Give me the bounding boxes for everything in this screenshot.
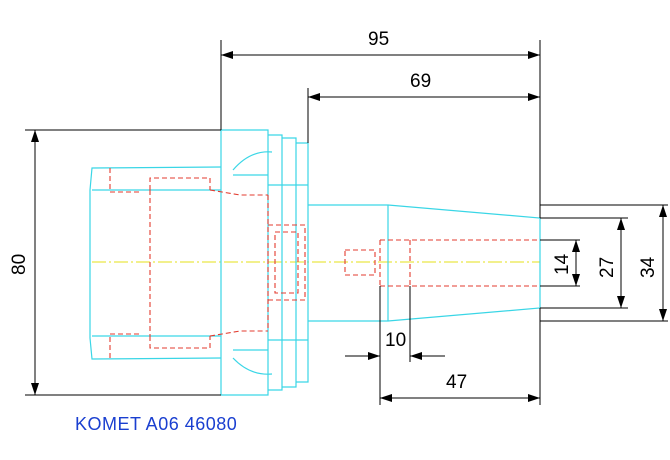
arrow-icon [572,240,580,252]
arrow-icon [659,205,667,217]
hidden-screw [344,249,376,276]
hidden-bore-step-top [209,189,268,196]
hidden-pocket-inner [274,231,299,294]
dim-10-label: 10 [385,330,406,351]
dim-27-label: 27 [597,257,618,278]
dim-47-label: 47 [446,372,467,393]
arrow-icon [528,394,540,402]
hidden-bore-bottom [149,336,211,349]
arrow-icon [308,93,320,101]
flange-groove-top [232,151,273,171]
shank-outline [308,204,541,322]
dim-69-label: 69 [410,71,431,92]
dim-95-label: 95 [368,29,389,50]
arrow-icon [572,274,580,286]
arrow-icon [617,296,625,308]
arrow-icon [410,352,422,360]
collar-ring-3 [296,142,309,383]
arrow-icon [368,352,380,360]
hidden-lines [109,168,540,358]
arrow-icon [31,383,39,395]
arrow-icon [617,218,625,230]
dim-34-label: 34 [638,256,659,278]
hidden-bore-top [149,177,211,190]
collar-ring-2 [282,137,297,388]
flange-outline [220,129,269,396]
hidden-bore-step-bottom [209,330,268,337]
dim-14-label: 14 [552,253,573,275]
arrow-icon [221,51,233,59]
flange-groove-bottom [232,357,273,375]
arrow-icon [659,309,667,321]
hidden-pocket [268,224,306,301]
taper-outline [89,166,222,360]
arrow-icon [31,130,39,142]
hidden-taper-bottom [109,333,140,358]
arrow-icon [528,93,540,101]
dimension-lines [25,40,668,405]
holder-outline [89,129,541,396]
drawing-caption: KOMET A06 46080 [75,414,237,434]
arrow-icon [528,51,540,59]
dim-80-label: 80 [9,254,30,275]
hidden-taper-top [109,168,140,193]
collar-ring-1 [268,134,283,391]
arrow-icon [380,394,392,402]
